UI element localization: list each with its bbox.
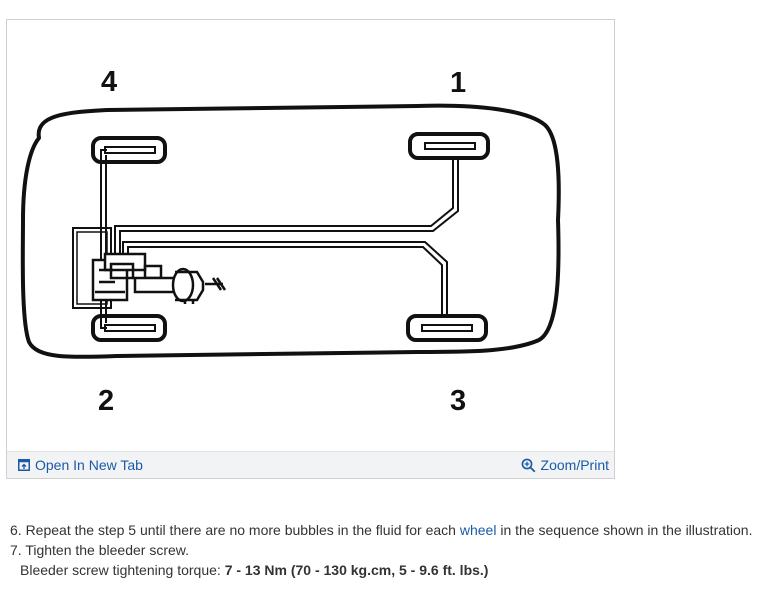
wheel-front-right bbox=[408, 132, 490, 160]
car-body-outline bbox=[20, 103, 561, 359]
master-cylinder bbox=[91, 252, 227, 304]
torque-spec: Bleeder screw tightening torque: 7 - 13 … bbox=[10, 560, 752, 580]
open-in-new-tab-button[interactable]: Open In New Tab bbox=[18, 457, 143, 473]
open-in-new-tab-label: Open In New Tab bbox=[35, 457, 143, 473]
wheel-label-4: 4 bbox=[101, 66, 117, 98]
zoom-icon bbox=[521, 458, 535, 472]
wheel-link[interactable]: wheel bbox=[459, 522, 497, 538]
wheel-label-3: 3 bbox=[450, 385, 466, 417]
brake-lines bbox=[100, 149, 459, 329]
instructions-text: 6. Repeat the step 5 until there are no … bbox=[10, 520, 752, 580]
wheel-label-1: 1 bbox=[450, 67, 466, 99]
figure-frame: 4 1 2 3 Open In New Tab Zoom/Print bbox=[6, 19, 615, 479]
zoom-print-label: Zoom/Print bbox=[540, 457, 609, 473]
torque-label: Bleeder screw tightening torque: bbox=[20, 562, 225, 578]
new-tab-icon bbox=[18, 459, 30, 471]
torque-value: 7 - 13 Nm (70 - 130 kg.cm, 5 - 9.6 ft. l… bbox=[224, 562, 489, 578]
figure-toolbar: Open In New Tab Zoom/Print bbox=[7, 451, 614, 478]
step-7: 7. Tighten the bleeder screw. bbox=[10, 542, 189, 558]
step-6-text-end: in the sequence shown in the illustratio… bbox=[496, 522, 753, 538]
step-6: 6. Repeat the step 5 until there are no … bbox=[10, 520, 752, 540]
brake-bleeding-diagram: 4 1 2 3 bbox=[20, 66, 561, 417]
step-6-text: 6. Repeat the step 5 until there are no … bbox=[10, 522, 460, 538]
wheel-rear-right bbox=[406, 314, 488, 342]
zoom-print-button[interactable]: Zoom/Print bbox=[521, 457, 609, 473]
wheel-label-2: 2 bbox=[98, 385, 114, 417]
